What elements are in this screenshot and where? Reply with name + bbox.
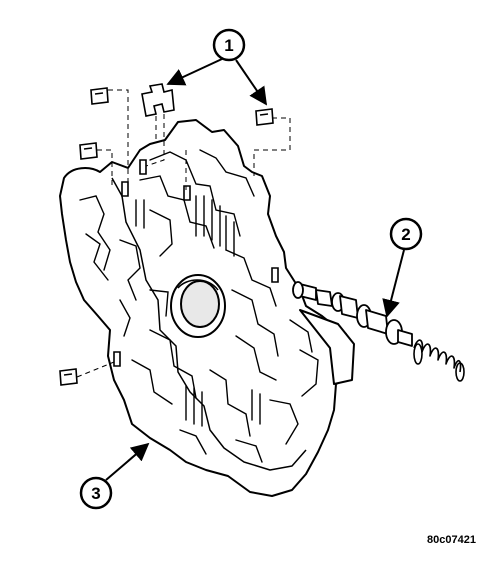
alignment-lines (76, 89, 313, 378)
retainer-clips (59, 83, 279, 386)
callout-3-label: 3 (91, 484, 100, 503)
valve-spool (292, 281, 413, 347)
callout-2-label: 2 (401, 225, 410, 244)
callout-3: 3 (79, 442, 150, 510)
figure-code: 80c07421 (427, 534, 476, 546)
retainer-clip (90, 87, 109, 105)
callout-2: 2 (382, 217, 423, 318)
callout-2-circle (389, 217, 423, 251)
retainer-clip (79, 142, 98, 160)
callout-1-label: 1 (224, 36, 233, 55)
retainer-clip (59, 368, 78, 386)
retainer-clip-shaped (141, 83, 175, 117)
callout-1: 1 (166, 28, 268, 106)
valve-body-flange (299, 309, 355, 385)
valve-body-channels (79, 149, 319, 463)
valve-body-bore (170, 274, 226, 338)
valve-spring (413, 339, 465, 382)
callout-3-circle (79, 476, 113, 510)
callout-1-circle (212, 28, 246, 62)
retainer-clip (255, 108, 274, 126)
valve-assembly (292, 281, 465, 382)
